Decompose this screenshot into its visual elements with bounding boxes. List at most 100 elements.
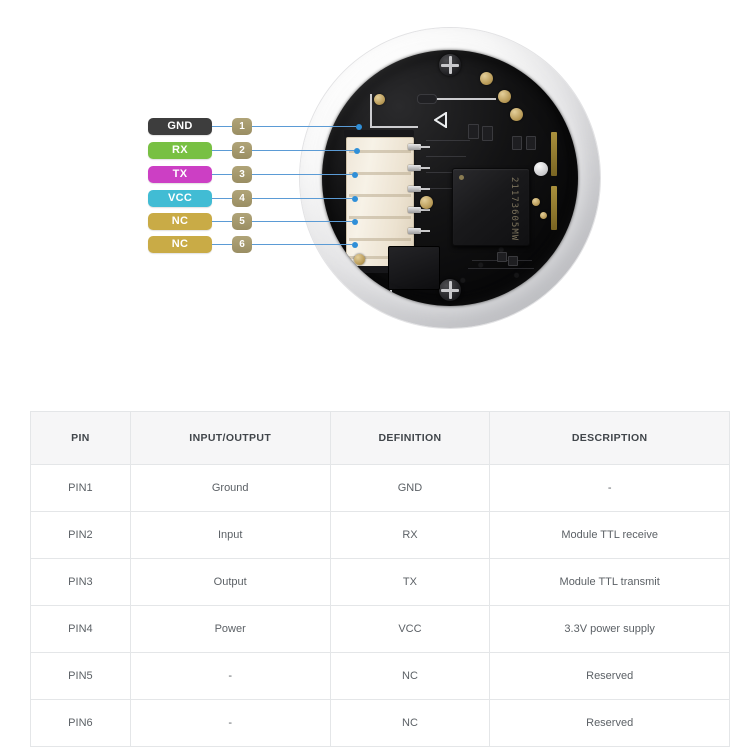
leader-endpoint-dot-1 — [356, 123, 362, 130]
pin-cell: PIN6 — [30, 699, 131, 747]
definition-cell: TX — [329, 558, 491, 606]
device-photo: 21173605MW — [300, 28, 600, 328]
definition-cell: RX — [329, 511, 491, 559]
pcb-trace-b — [426, 156, 466, 157]
smd-component-7 — [497, 252, 507, 262]
leader-endpoint-dot-6 — [352, 241, 358, 248]
description-cell: - — [489, 464, 730, 512]
ic-pin1-dot — [459, 175, 464, 180]
leader-line-segment-left-4 — [212, 198, 232, 199]
pcb-trace-c — [426, 172, 462, 173]
smd-component-1 — [468, 124, 479, 139]
ic-marking-text: 21173605MW — [509, 177, 519, 242]
io-cell: Power — [129, 605, 331, 653]
gold-pad-6 — [354, 254, 365, 265]
table-header-row: PIN INPUT/OUTPUT DEFINITION DESCRIPTION — [30, 411, 730, 465]
flex-strip-lower — [551, 186, 557, 230]
leader-line-segment-right-6 — [252, 244, 352, 245]
leader-endpoint-dot-3 — [352, 171, 358, 178]
io-cell: Ground — [129, 464, 331, 512]
leader-line-segment-left-2 — [212, 150, 232, 151]
pin-label-chip-vcc-4[interactable]: VCC — [148, 190, 212, 207]
pcb-board: 21173605MW — [322, 50, 578, 306]
pin-row-1: GND 1 — [0, 118, 750, 136]
pin-number-badge-3[interactable]: 3 — [232, 166, 252, 183]
pin-row-4: VCC 4 — [0, 190, 750, 208]
definition-cell: NC — [329, 652, 491, 700]
pin-cell: PIN2 — [30, 511, 131, 559]
silkscreen-outline-mid — [418, 98, 496, 126]
leader-line-segment-left-6 — [212, 244, 232, 245]
leader-line-segment-left-1 — [212, 126, 232, 127]
main-ic-chip: 21173605MW — [452, 168, 530, 246]
leader-line-segment-left-5 — [212, 221, 232, 222]
gold-pad-1 — [480, 72, 493, 85]
leader-line-segment-left-3 — [212, 174, 232, 175]
pin-label-chip-rx-2[interactable]: RX — [148, 142, 212, 159]
triangle-marker-icon — [434, 112, 447, 128]
smd-component-3 — [512, 136, 522, 150]
pin-label-chip-nc-5[interactable]: NC — [148, 213, 212, 230]
pin-label-chip-gnd-1[interactable]: GND — [148, 118, 212, 135]
leader-line-segment-right-1 — [252, 126, 356, 127]
pin-cell: PIN3 — [30, 558, 131, 606]
pcb-trace-f — [468, 268, 534, 269]
bottom-module — [388, 246, 440, 290]
pin-cell: PIN4 — [30, 605, 131, 653]
pin-number-badge-6[interactable]: 6 — [232, 236, 252, 253]
screw-bottom — [439, 279, 461, 301]
gold-pad-7 — [532, 198, 540, 206]
description-cell: Reserved — [489, 652, 730, 700]
pin-label-chip-nc-6[interactable]: NC — [148, 236, 212, 253]
leader-endpoint-dot-2 — [354, 147, 360, 154]
pin-number-badge-5[interactable]: 5 — [232, 213, 252, 230]
pcb-trace-d — [430, 188, 460, 189]
io-cell: - — [129, 699, 331, 747]
pinout-diagram: 21173605MW — [0, 28, 750, 328]
pin-cell: PIN5 — [30, 652, 131, 700]
description-cell: Module TTL receive — [489, 511, 730, 559]
leader-line-segment-right-2 — [252, 150, 354, 151]
smd-component-8 — [508, 256, 518, 266]
smd-component-4 — [526, 136, 536, 150]
gold-pad-5 — [420, 196, 433, 209]
smd-component-2 — [482, 126, 493, 141]
gold-pad-8 — [540, 212, 547, 219]
pcb-trace-a — [426, 140, 470, 141]
pin-row-5: NC 5 — [0, 213, 750, 231]
leader-endpoint-dot-4 — [352, 195, 358, 202]
pin-label-chip-tx-3[interactable]: TX — [148, 166, 212, 183]
pin-number-badge-2[interactable]: 2 — [232, 142, 252, 159]
fpc-cap-top — [344, 130, 414, 137]
leader-endpoint-dot-5 — [352, 218, 358, 225]
definition-cell: NC — [329, 699, 491, 747]
pin-number-badge-4[interactable]: 4 — [232, 190, 252, 207]
leader-line-segment-right-4 — [252, 198, 352, 199]
white-pad-right — [534, 162, 548, 176]
io-cell: Output — [129, 558, 331, 606]
definition-cell: GND — [329, 464, 491, 512]
pin-definition-table: PIN INPUT/OUTPUT DEFINITION DESCRIPTION … — [30, 411, 730, 747]
screw-top — [439, 54, 461, 76]
pin-row-2: RX 2 — [0, 142, 750, 160]
column-header-definition: DEFINITION — [329, 411, 491, 465]
flex-strip-upper — [551, 132, 557, 176]
column-header-pin: PIN — [30, 411, 131, 465]
description-cell: 3.3V power supply — [489, 605, 730, 653]
silkscreen-outline-top — [370, 94, 418, 128]
pin-row-3: TX 3 — [0, 166, 750, 184]
gold-pad-4 — [374, 94, 385, 105]
io-cell: - — [129, 652, 331, 700]
io-cell: Input — [129, 511, 331, 559]
column-header-input-output: INPUT/OUTPUT — [129, 411, 331, 465]
pin-number-badge-1[interactable]: 1 — [232, 118, 252, 135]
leader-line-segment-right-3 — [252, 174, 352, 175]
pin-row-6: NC 6 — [0, 236, 750, 254]
